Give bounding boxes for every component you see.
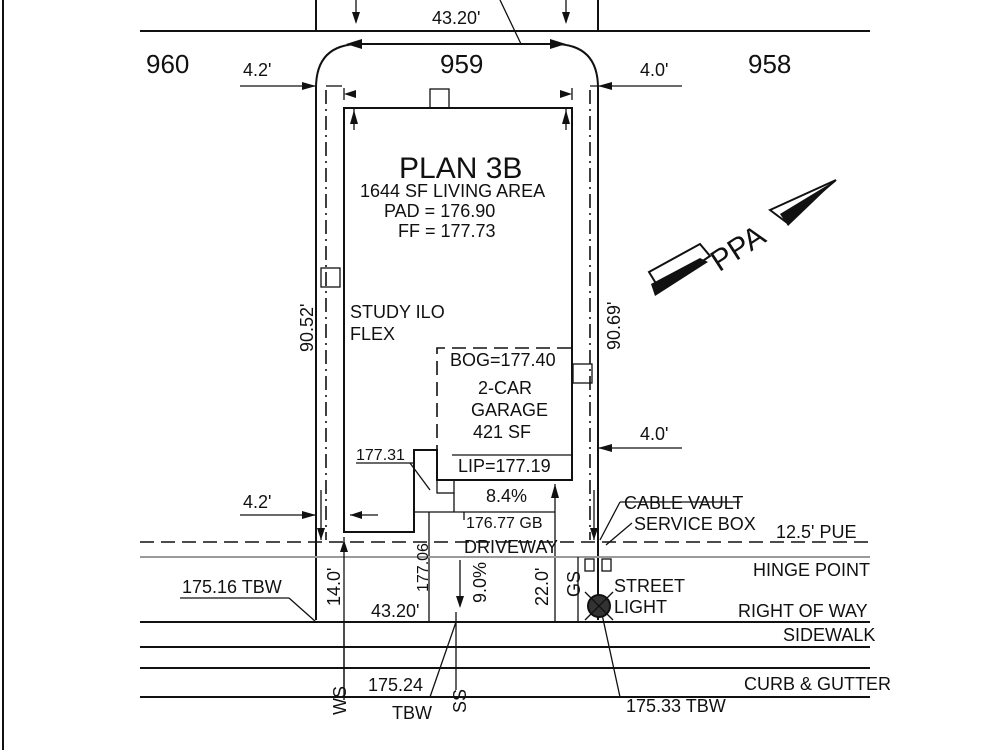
hinge-label: HINGE POINT bbox=[753, 560, 870, 580]
tbw-center-label: TBW bbox=[392, 703, 432, 723]
garage-label-3: 421 SF bbox=[473, 422, 531, 442]
arrowhead bbox=[562, 110, 570, 124]
arrowhead bbox=[346, 39, 362, 49]
dim-left-setback-bottom: 4.2' bbox=[243, 492, 271, 512]
tbw-right: 175.33 TBW bbox=[626, 696, 726, 716]
dim-front-left: 14.0' bbox=[324, 568, 344, 606]
arrowhead bbox=[350, 511, 362, 519]
elev-177-06: 177.06 bbox=[415, 543, 432, 592]
driveway-slope-upper: 8.4% bbox=[486, 486, 527, 506]
dim-front-drive: 22.0' bbox=[532, 568, 552, 606]
north-arrow: PPA bbox=[647, 179, 837, 296]
arrowhead bbox=[302, 511, 316, 519]
tbw-center-leader bbox=[429, 621, 457, 698]
dim-left-setback-top: 4.2' bbox=[243, 60, 271, 80]
arrowhead bbox=[344, 90, 356, 98]
sidewalk-label: SIDEWALK bbox=[783, 625, 875, 645]
elev-177-31: 177.31 bbox=[356, 447, 405, 464]
garage-bog: BOG=177.40 bbox=[450, 350, 556, 370]
arrowhead bbox=[598, 82, 612, 90]
dim-right-setback-mid: 4.0' bbox=[640, 424, 668, 444]
street-light-label-1: STREET bbox=[614, 576, 685, 596]
service-leader bbox=[605, 522, 633, 546]
leader-line bbox=[499, 0, 522, 45]
ss-label: SS bbox=[450, 689, 470, 713]
pue-label: 12.5' PUE bbox=[776, 522, 856, 542]
row-label: RIGHT OF WAY bbox=[738, 601, 868, 621]
arrowhead bbox=[560, 90, 572, 98]
window-box-left bbox=[320, 267, 341, 288]
arrowhead bbox=[598, 444, 612, 452]
light-rays bbox=[584, 591, 614, 621]
street-light-label-2: LIGHT bbox=[614, 597, 667, 617]
tbw-left-leader bbox=[288, 597, 317, 623]
arrowhead bbox=[456, 596, 464, 608]
ws-label: WS bbox=[330, 686, 350, 715]
dim-right-setback-top: 4.0' bbox=[640, 60, 668, 80]
arrowhead bbox=[551, 484, 559, 498]
garage-lip: LIP=177.19 bbox=[458, 456, 551, 476]
service-box-label: SERVICE BOX bbox=[634, 514, 756, 534]
arrowhead bbox=[562, 12, 570, 24]
curb-label: CURB & GUTTER bbox=[744, 674, 891, 694]
tbw-center-value: 175.24 bbox=[368, 675, 423, 695]
arrowhead bbox=[590, 528, 598, 540]
garage-label-2: GARAGE bbox=[471, 400, 548, 420]
lot-number-center: 959 bbox=[440, 49, 483, 79]
driveway-gb: 176.77 GB bbox=[466, 515, 543, 532]
plan-title: PLAN 3B bbox=[399, 152, 522, 185]
service-box-symbol bbox=[601, 558, 612, 572]
tbw-left: 175.16 TBW bbox=[182, 577, 282, 597]
living-area: 1644 SF LIVING AREA bbox=[360, 181, 545, 201]
north-arrow-letters: PPA bbox=[705, 219, 771, 278]
study-label-1: STUDY ILO bbox=[350, 302, 445, 322]
arrowhead bbox=[340, 540, 348, 552]
chimney-box bbox=[429, 88, 450, 109]
dim-right-depth: 90.69' bbox=[604, 302, 624, 350]
study-label-2: FLEX bbox=[350, 324, 395, 344]
garage-label-1: 2-CAR bbox=[478, 378, 532, 398]
arrowhead bbox=[317, 528, 325, 540]
ff-elevation: FF = 177.73 bbox=[398, 221, 496, 241]
dim-top-width: 43.20' bbox=[432, 8, 480, 28]
arrowhead bbox=[352, 12, 360, 24]
lot-number-left: 960 bbox=[146, 49, 189, 79]
driveway-label: DRIVEWAY bbox=[464, 537, 558, 557]
elev-leader bbox=[409, 462, 431, 491]
step-box bbox=[436, 479, 455, 494]
lot-boundary bbox=[315, 43, 599, 620]
lot-number-right: 958 bbox=[748, 49, 791, 79]
window-box-right bbox=[572, 363, 593, 384]
garage-outline bbox=[436, 347, 572, 480]
driveway-slope-lower: 9.0% bbox=[470, 562, 490, 603]
gs-label: GS bbox=[564, 571, 584, 597]
cable-leader bbox=[599, 501, 621, 541]
cable-vault-box bbox=[584, 558, 595, 572]
dim-left-depth: 90.52' bbox=[297, 304, 317, 352]
arrowhead bbox=[550, 39, 566, 49]
arrowhead bbox=[350, 110, 358, 124]
pad-elevation: PAD = 176.90 bbox=[384, 201, 495, 221]
dim-bottom-width: 43.20' bbox=[371, 601, 419, 621]
arrowhead bbox=[302, 82, 316, 90]
cable-vault-label: CABLE VAULT bbox=[624, 493, 743, 513]
light-leader bbox=[599, 604, 621, 698]
